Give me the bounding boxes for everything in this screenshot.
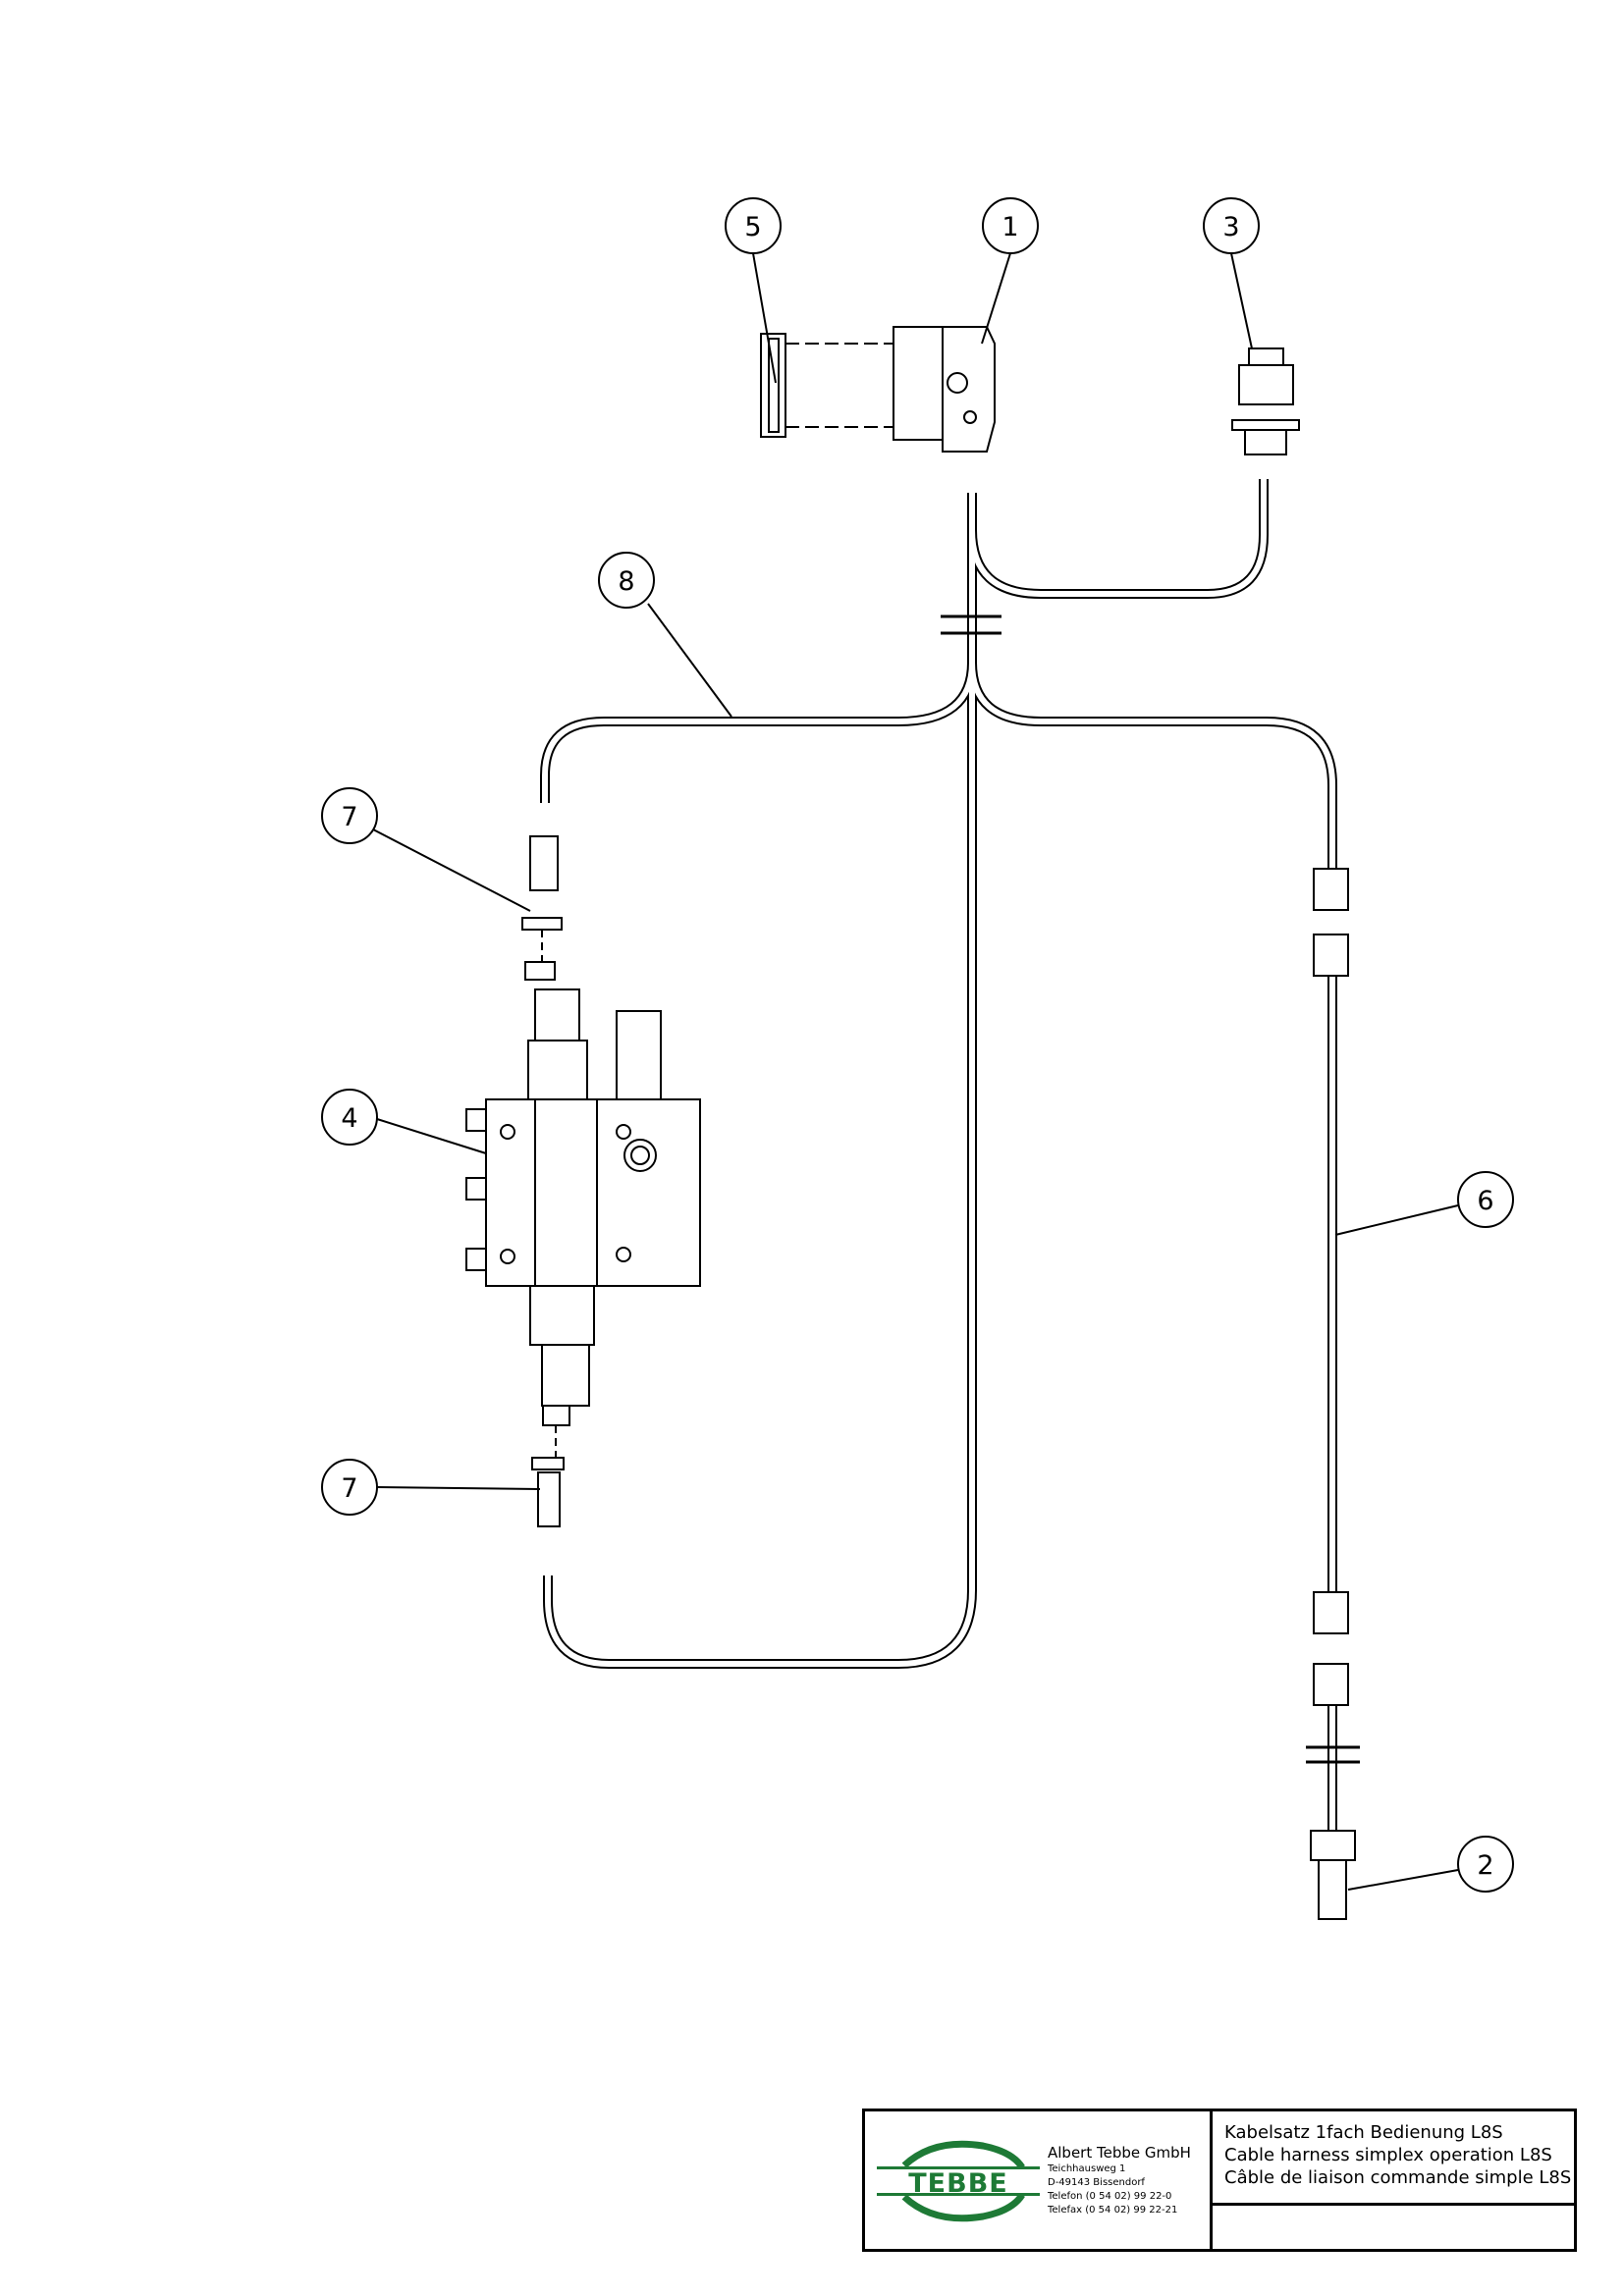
leader-lines <box>372 252 1459 1891</box>
svg-text:TEBBE: TEBBE <box>908 2168 1007 2199</box>
empty-field <box>1213 2206 1574 2249</box>
svg-text:2: 2 <box>1477 1850 1493 1881</box>
callout-2: 2 <box>1457 1836 1514 1893</box>
svg-text:5: 5 <box>744 212 761 242</box>
callout-3: 3 <box>1203 197 1260 254</box>
company-section: TEBBE Albert Tebbe GmbH Teichhausweg 1 D… <box>865 2111 1213 2249</box>
callout-7-top: 7 <box>321 787 378 844</box>
svg-text:4: 4 <box>341 1103 357 1134</box>
title-french: Câble de liaison commande simple L8S <box>1224 2167 1572 2188</box>
callout-6: 6 <box>1457 1171 1514 1228</box>
svg-text:6: 6 <box>1477 1186 1493 1216</box>
title-english: Cable harness simplex operation L8S <box>1224 2145 1552 2165</box>
callout-8: 8 <box>598 552 655 609</box>
callout-7-bottom: 7 <box>321 1459 378 1516</box>
callout-4: 4 <box>321 1089 378 1146</box>
svg-text:3: 3 <box>1222 212 1239 242</box>
extension-cable-part-6 <box>1313 868 1349 1706</box>
plug-part-7-top <box>521 835 563 981</box>
svg-text:7: 7 <box>341 802 357 832</box>
tebbe-logo: TEBBE <box>877 2140 1040 2222</box>
phone-line: Telefon (0 54 02) 99 22-0 <box>1048 2190 1172 2202</box>
plug-part-7-bottom <box>531 1405 570 1527</box>
title-german: Kabelsatz 1fach Bedienung L8S <box>1224 2122 1503 2143</box>
sensor-part-2 <box>1310 1830 1356 1920</box>
connector-housing-part-1 <box>893 326 996 453</box>
title-block: TEBBE Albert Tebbe GmbH Teichhausweg 1 D… <box>862 2109 1577 2252</box>
switch-part-3 <box>1231 347 1300 455</box>
fax-line: Telefax (0 54 02) 99 22-21 <box>1048 2204 1178 2216</box>
address-line: D-49143 Bissendorf <box>1048 2176 1145 2188</box>
callout-5: 5 <box>725 197 782 254</box>
callout-1: 1 <box>982 197 1039 254</box>
address-line: Teichhausweg 1 <box>1048 2163 1126 2174</box>
connector-insert-part-5 <box>760 333 893 438</box>
svg-text:8: 8 <box>618 566 634 597</box>
svg-text:7: 7 <box>341 1473 357 1504</box>
company-name: Albert Tebbe GmbH <box>1048 2143 1191 2162</box>
title-section: Kabelsatz 1fach Bedienung L8S Cable harn… <box>1213 2111 1574 2249</box>
valve-block-part-4 <box>465 988 701 1407</box>
svg-text:1: 1 <box>1001 212 1018 242</box>
